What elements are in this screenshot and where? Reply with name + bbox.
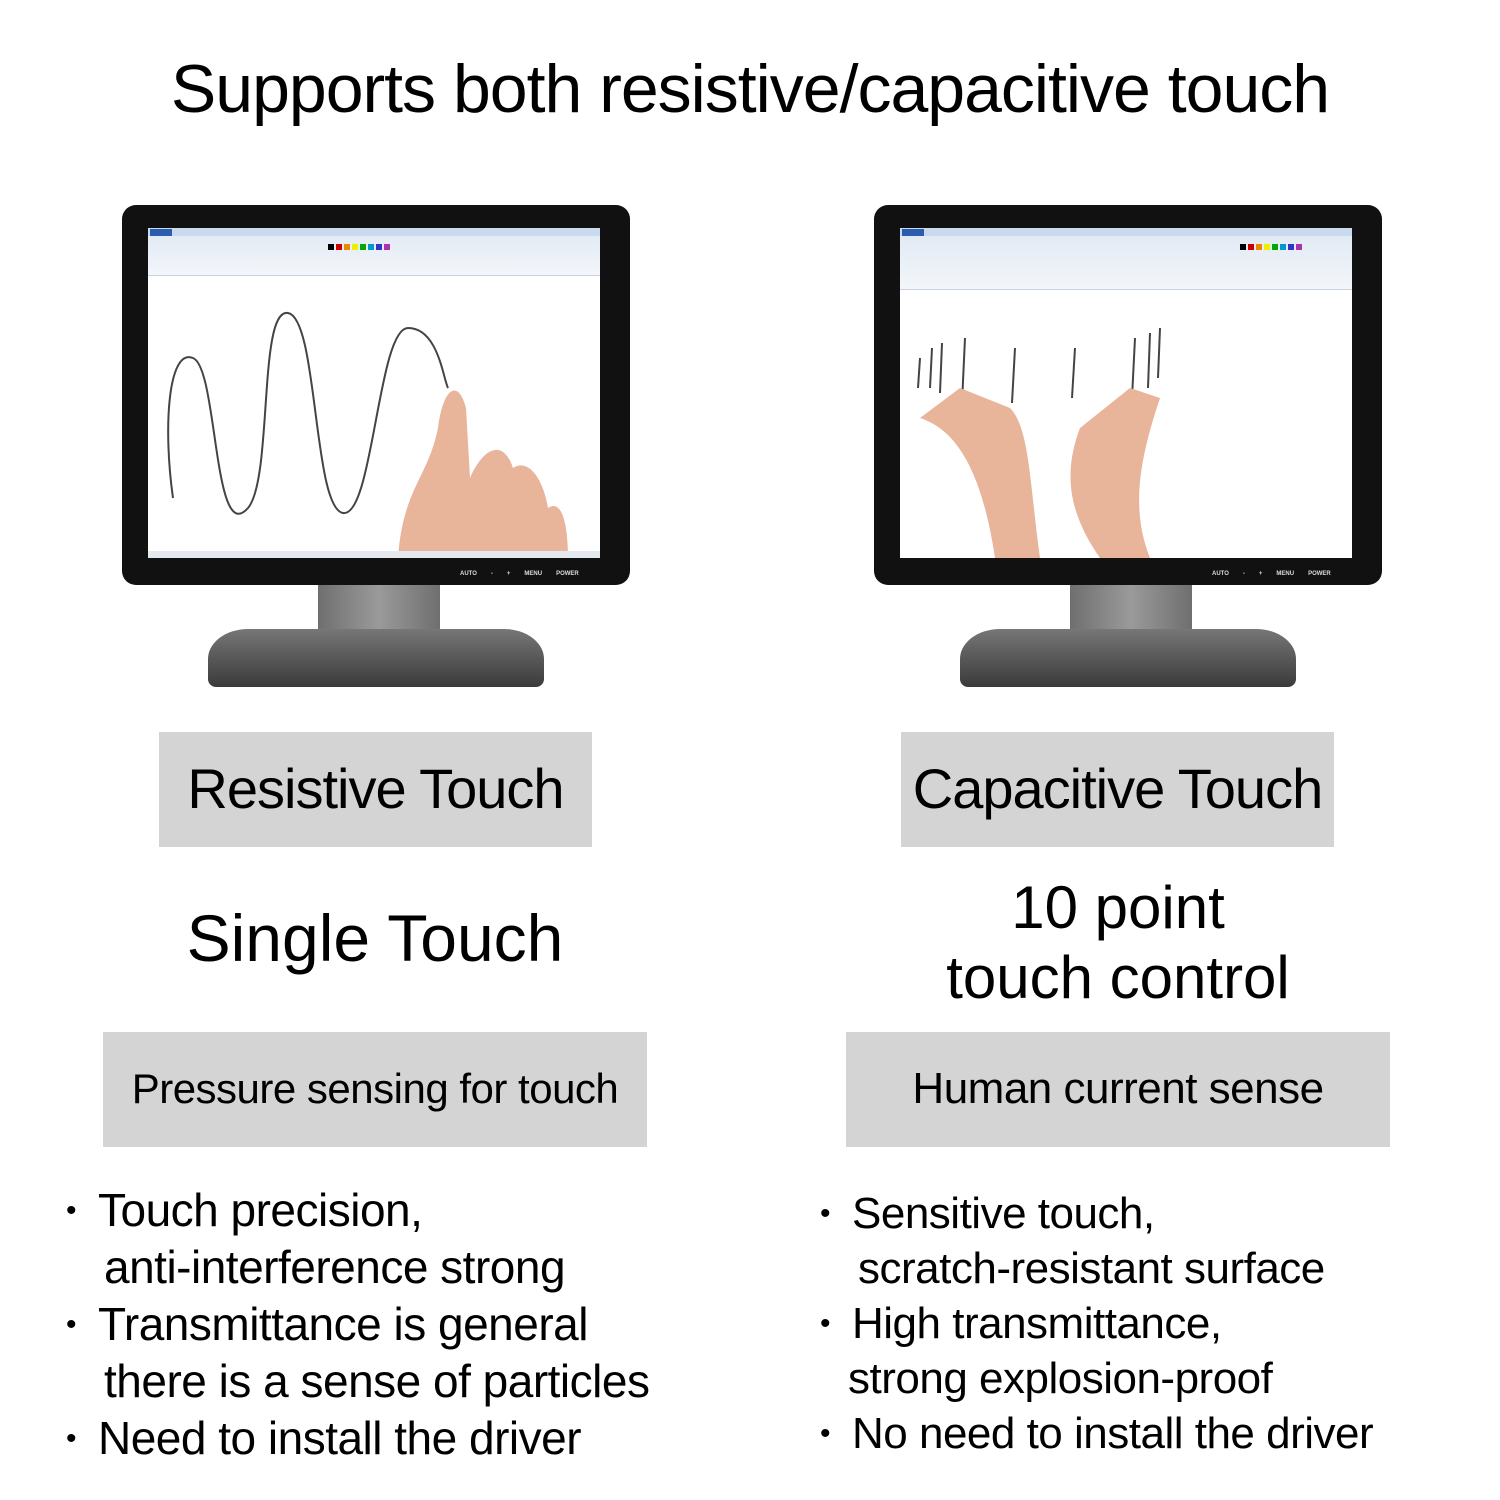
monitor-bezel: AUTO - + MENU POWER: [874, 205, 1382, 585]
menu-button-label: MENU: [524, 571, 543, 577]
feature-item: No need to install the driver: [820, 1406, 1374, 1461]
monitor-screen: [148, 228, 600, 558]
page-title: Supports both resistive/capacitive touch: [170, 51, 1330, 127]
single-touch-heading: Single Touch: [186, 901, 564, 975]
feature-item: Transmittance is general: [66, 1296, 649, 1353]
feature-item: Need to install the driver: [66, 1410, 649, 1467]
feature-item-cont: scratch-resistant surface: [858, 1244, 1325, 1293]
capacitive-monitor-image: AUTO - + MENU POWER: [874, 205, 1384, 690]
monitor-buttons: AUTO - + MENU POWER: [1212, 571, 1331, 577]
plus-button-label: +: [1258, 571, 1263, 577]
human-current-label: Human current sense: [846, 1032, 1390, 1147]
resistive-monitor-image: AUTO - + MENU POWER: [122, 205, 632, 690]
ten-point-line2: touch control: [946, 944, 1290, 1011]
feature-item-cont: strong explosion-proof: [848, 1354, 1273, 1403]
menu-button-label: MENU: [1276, 571, 1295, 577]
capacitive-features-list: Sensitive touch, scratch-resistant surfa…: [820, 1186, 1374, 1461]
monitor-screen: [900, 228, 1352, 558]
feature-item-cont: there is a sense of particles: [104, 1355, 650, 1407]
feature-item: High transmittance,: [820, 1296, 1373, 1351]
ten-point-line1: 10 point: [1011, 874, 1225, 941]
plus-button-label: +: [506, 571, 511, 577]
minus-button-label: -: [1242, 571, 1245, 577]
paint-toolbar: [148, 228, 600, 276]
auto-button-label: AUTO: [1212, 571, 1229, 577]
paint-toolbar: [900, 228, 1352, 290]
ten-point-heading: 10 point touch control: [868, 873, 1368, 1013]
minus-button-label: -: [490, 571, 493, 577]
monitor-stand-base: [960, 629, 1296, 687]
feature-item: Touch precision,: [66, 1182, 649, 1239]
capacitive-touch-label: Capacitive Touch: [901, 732, 1334, 847]
monitor-stand-base: [208, 629, 544, 687]
power-button-label: POWER: [556, 571, 579, 577]
multi-finger-drawing-illustration: [917, 327, 1161, 558]
drawn-curve-illustration: [167, 311, 568, 558]
resistive-touch-label: Resistive Touch: [159, 732, 592, 847]
resistive-features-list: Touch precision, anti-interference stron…: [66, 1182, 650, 1467]
pressure-sensing-label: Pressure sensing for touch: [103, 1032, 647, 1147]
power-button-label: POWER: [1308, 571, 1331, 577]
monitor-bezel: AUTO - + MENU POWER: [122, 205, 630, 585]
feature-item: Sensitive touch,: [820, 1186, 1373, 1241]
monitor-buttons: AUTO - + MENU POWER: [460, 571, 579, 577]
feature-item-cont: anti-interference strong: [104, 1241, 566, 1293]
auto-button-label: AUTO: [460, 571, 477, 577]
